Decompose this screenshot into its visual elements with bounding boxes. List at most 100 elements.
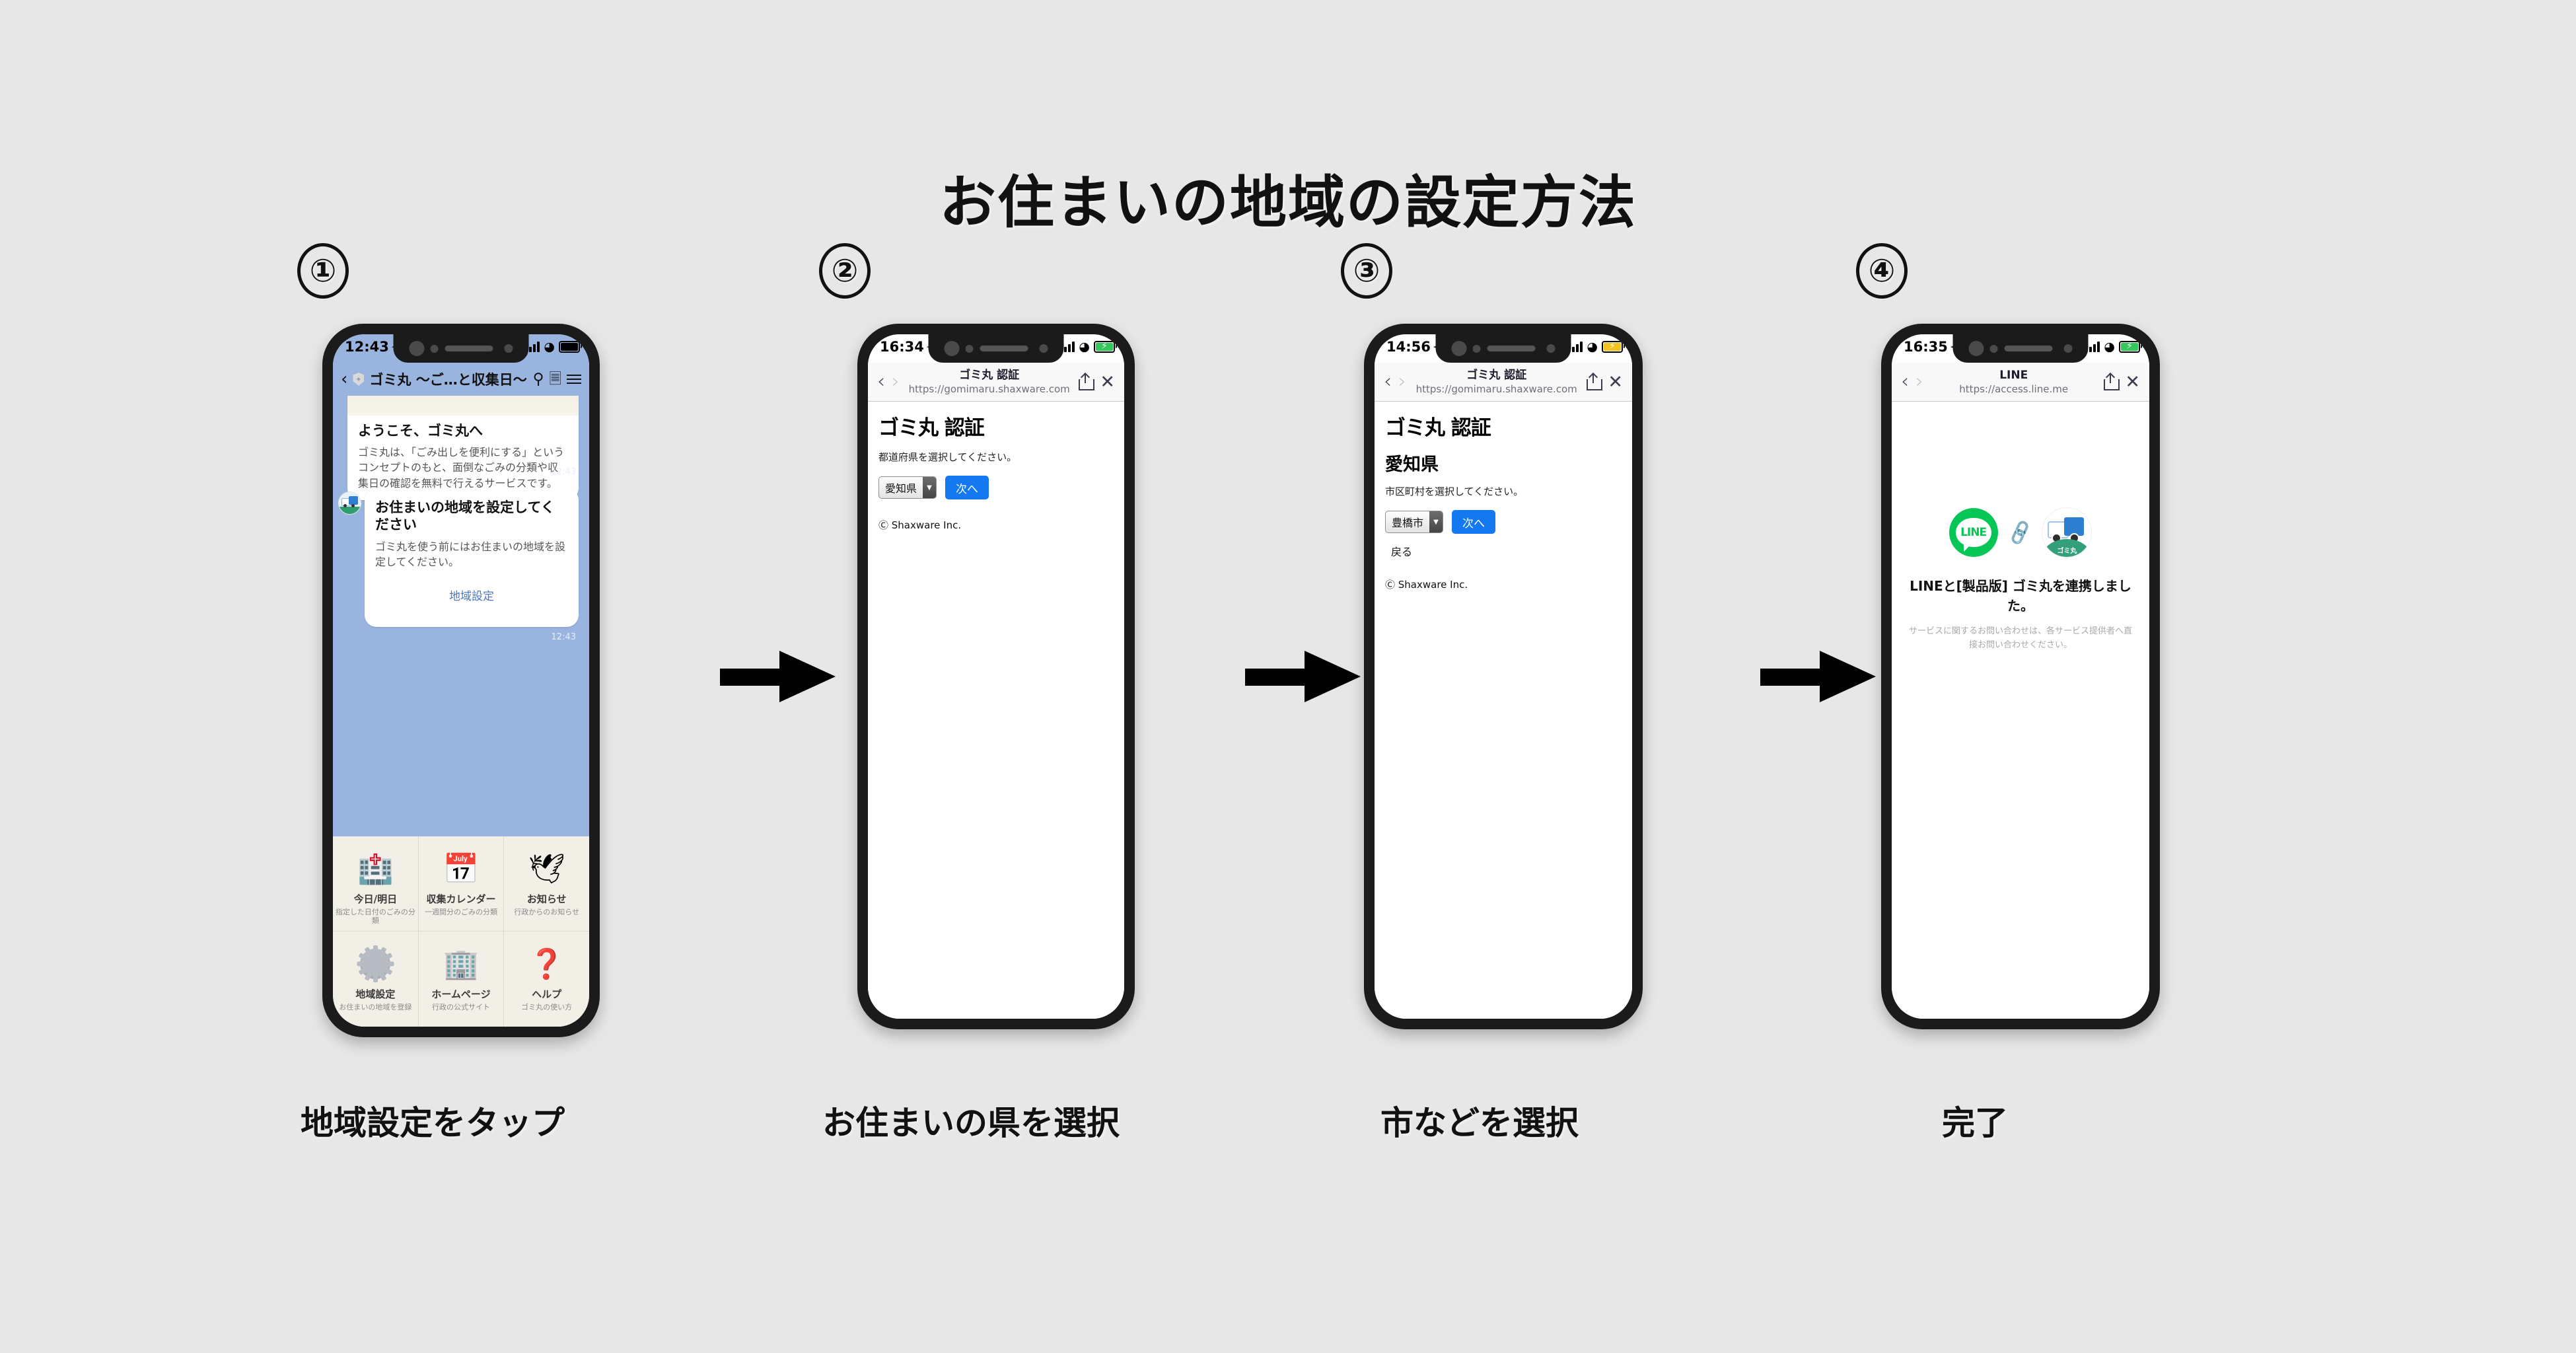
rich-menu-item-title: 地域設定 <box>355 988 396 1000</box>
earpiece-speaker <box>1487 346 1536 351</box>
hamburger-icon[interactable] <box>567 375 581 384</box>
rich-menu-item-news[interactable]: 🕊 お知らせ 行政からのお知らせ <box>504 836 589 932</box>
webpage-content-2: ゴミ丸 認証 都道府県を選択してください。 愛知県 ▼ 次へ Ⓒ Shaxwar… <box>868 402 1124 1019</box>
browser-address-block[interactable]: ゴミ丸 認証 https://gomimaru.shaxware.com <box>1413 369 1580 395</box>
step-number-4: ④ <box>1856 243 1908 299</box>
browser-toolbar-4: ‹ › LINE https://access.line.me ✕ <box>1892 363 2149 402</box>
front-camera-icon <box>409 341 425 356</box>
proximity-sensor-icon <box>1546 344 1556 353</box>
browser-address-block[interactable]: ゴミ丸 認証 https://gomimaru.shaxware.com <box>906 369 1072 395</box>
link-success-heading: LINEと[製品版] ゴミ丸を連携しました。 <box>1910 578 2131 614</box>
notes-icon[interactable]: 🗏 <box>549 370 562 388</box>
close-icon[interactable]: ✕ <box>2125 371 2140 392</box>
chevron-left-icon[interactable]: ‹ <box>341 369 348 389</box>
bubble-heading: お住まいの地域を設定してください <box>375 499 555 533</box>
next-button[interactable]: 次へ <box>1452 510 1496 534</box>
phone-mockup-2: 16:34 ➤ ◕ ⚡ ‹ › ゴミ丸 認証 <box>857 324 1135 1029</box>
gear-icon <box>357 943 394 984</box>
search-icon[interactable]: ⚲ <box>532 370 544 388</box>
phone-mockup-1: 12:43 ➤ ◕ ‹ ✦ ゴミ丸 〜ご…と収集日〜 ⚲ <box>322 324 600 1037</box>
browser-page-title: ゴミ丸 認証 <box>1466 369 1527 383</box>
webpage-content-4: LINE 🔗 ゴミ丸 LINEと[製品版] ゴミ丸を連携しました。 サー <box>1892 402 2149 1019</box>
chat-title: ゴミ丸 〜ご…と収集日〜 <box>369 372 527 388</box>
link-success-note: サービスに関するお問い合わせは、各サービス提供者へ直接お問い合わせください。 <box>1909 626 2133 650</box>
rich-menu-item-region[interactable]: 地域設定 お住まいの地域を登録 <box>333 932 419 1027</box>
rich-menu-item-today[interactable]: 🏥 今日/明日 指定した日付のごみの分類 <box>333 836 419 932</box>
browser-toolbar-3: ‹ › ゴミ丸 認証 https://gomimaru.shaxware.com… <box>1375 363 1632 402</box>
chevron-right-icon[interactable]: › <box>1915 370 1923 393</box>
phone-screen-2: 16:34 ➤ ◕ ⚡ ‹ › ゴミ丸 認証 <box>868 334 1124 1019</box>
status-time-2: 16:34 ➤ <box>880 339 939 355</box>
battery-charging-icon: ⚡ <box>1602 341 1625 353</box>
wifi-icon: ◕ <box>544 340 555 354</box>
rich-menu-item-homepage[interactable]: 🏢 ホームページ 行政の公式サイト <box>419 932 505 1027</box>
step-caption-4: 完了 <box>1942 1104 2008 1142</box>
wifi-icon: ◕ <box>2104 340 2115 354</box>
rich-menu: 🏥 今日/明日 指定した日付のごみの分類 📅 収集カレンダー 一週間分のごみの分… <box>333 836 589 1027</box>
trash-sorting-icon: 🏥 <box>357 852 394 886</box>
browser-page-title: ゴミ丸 認証 <box>959 369 1020 383</box>
sensor-icon <box>1989 345 1998 353</box>
chevron-right-icon[interactable]: › <box>1398 370 1406 393</box>
status-indicators-3: ◕ ⚡ <box>1568 340 1625 354</box>
phone-mockup-3: 14:56 ➤ ◕ ⚡ ‹ › ゴミ丸 認証 <box>1364 324 1643 1029</box>
rich-menu-item-title: ヘルプ <box>532 988 562 1000</box>
chat-message-area[interactable]: ようこそ、ゴミ丸へ ゴミ丸は、「ごみ出しを便利にする」というコンセプトのもと、面… <box>333 396 589 1027</box>
notch-3 <box>1435 334 1571 363</box>
linked-service-logos: LINE 🔗 ゴミ丸 <box>1892 507 2149 558</box>
status-indicators-4: ◕ ⚡ <box>2085 340 2142 354</box>
chevron-right-icon[interactable]: › <box>892 370 900 393</box>
sensor-icon <box>1472 345 1481 353</box>
dove-mail-icon: 🕊 <box>528 852 565 886</box>
caret-down-icon: ▼ <box>1429 511 1443 532</box>
rich-menu-item-subtitle: 指定した日付のごみの分類 <box>335 908 415 926</box>
city-select[interactable]: 豊橋市 ▼ <box>1385 511 1444 533</box>
browser-url: https://gomimaru.shaxware.com <box>1415 383 1577 395</box>
wifi-icon: ◕ <box>1587 340 1598 354</box>
step-4: ④ 16:35 ➤ <box>1783 0 2246 1353</box>
calendar-icon: 📅 <box>443 852 480 886</box>
chevron-left-icon[interactable]: ‹ <box>1384 370 1392 393</box>
step-caption-1: 地域設定をタップ <box>301 1104 565 1142</box>
page-title: お住まいの地域の設定方法 <box>939 169 1637 236</box>
earpiece-speaker <box>445 346 493 351</box>
back-link[interactable]: 戻る <box>1391 546 1413 558</box>
share-icon[interactable] <box>1079 373 1095 390</box>
chevron-left-icon[interactable]: ‹ <box>877 370 885 393</box>
rich-menu-item-title: 収集カレンダー <box>426 893 496 905</box>
front-camera-icon <box>1968 341 1984 356</box>
step-number-2: ② <box>819 243 871 299</box>
city-form-row: 豊橋市 ▼ 次へ <box>1385 510 1622 534</box>
page-heading: ゴミ丸 認証 <box>1385 416 1491 440</box>
battery-full-icon <box>559 341 582 353</box>
browser-url: https://gomimaru.shaxware.com <box>908 383 1070 395</box>
proximity-sensor-icon <box>1039 344 1048 353</box>
region-setting-button[interactable]: 地域設定 <box>449 589 494 603</box>
rich-menu-item-title: お知らせ <box>526 893 567 905</box>
share-icon[interactable] <box>1587 373 1603 390</box>
next-button[interactable]: 次へ <box>945 476 989 499</box>
status-indicators-1: ◕ <box>525 340 582 354</box>
message-timestamp: 12:43 <box>551 467 576 477</box>
bubble-header-image <box>347 396 579 416</box>
arrow-step1-to-step2 <box>720 651 836 702</box>
earpiece-speaker <box>2004 346 2053 351</box>
phone-screen-3: 14:56 ➤ ◕ ⚡ ‹ › ゴミ丸 認証 <box>1375 334 1632 1019</box>
close-icon[interactable]: ✕ <box>1100 371 1115 392</box>
webpage-content-3: ゴミ丸 認証 愛知県 市区町村を選択してください。 豊橋市 ▼ 次へ 戻る Ⓒ … <box>1375 402 1632 1019</box>
status-time-1: 12:43 ➤ <box>345 339 404 355</box>
share-icon[interactable] <box>2104 373 2120 390</box>
browser-address-block[interactable]: LINE https://access.line.me <box>1930 369 2097 395</box>
city-select-value: 豊橋市 <box>1392 517 1424 529</box>
prefecture-select[interactable]: 愛知県 ▼ <box>878 476 937 499</box>
rich-menu-item-calendar[interactable]: 📅 収集カレンダー 一週間分のごみの分類 <box>418 836 505 932</box>
chat-bubble-set-region: お住まいの地域を設定してください ゴミ丸を使う前にはお住まいの地域を設定してくだ… <box>365 488 579 627</box>
close-icon[interactable]: ✕ <box>1608 371 1623 392</box>
browser-url: https://access.line.me <box>1959 383 2069 395</box>
rich-menu-item-title: ホームページ <box>431 988 491 1000</box>
city-hall-icon: 🏢 <box>443 947 480 981</box>
rich-menu-item-help[interactable]: ❓ ヘルプ ゴミ丸の使い方 <box>504 932 589 1027</box>
chat-scroll: ようこそ、ゴミ丸へ ゴミ丸は、「ごみ出しを便利にする」というコンセプトのもと、面… <box>333 396 589 1027</box>
chevron-left-icon[interactable]: ‹ <box>1901 370 1909 393</box>
